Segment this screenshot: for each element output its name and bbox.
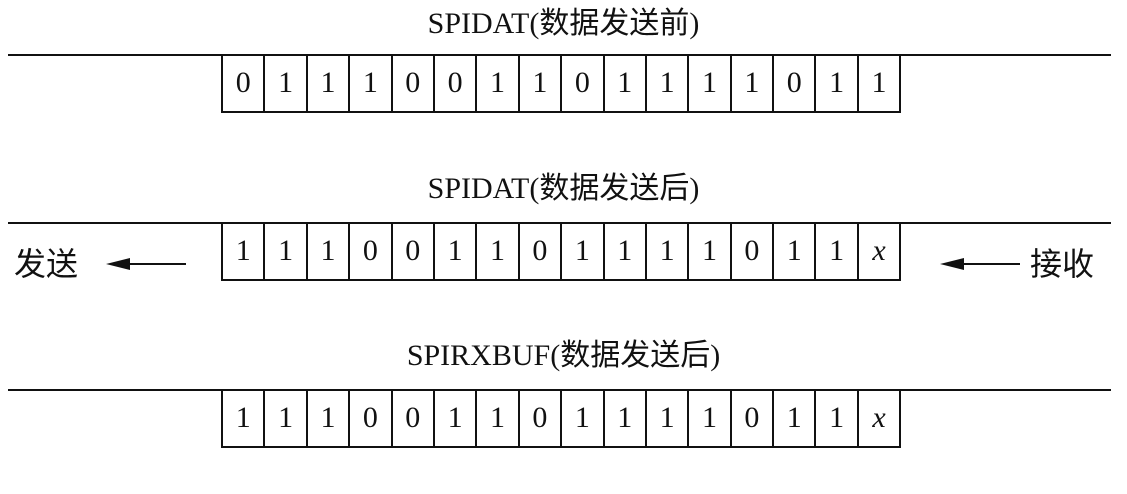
bit-cell: 0	[350, 390, 393, 446]
register-title-spidat-before: SPIDAT(数据发送前)	[427, 7, 700, 40]
bit-cell: 1	[774, 390, 817, 446]
receive-arrow-icon	[940, 258, 1020, 270]
send-arrow-icon	[106, 258, 186, 270]
bit-cell: 1	[435, 223, 478, 279]
bit-cell: 1	[520, 55, 563, 111]
bit-cell: 0	[393, 390, 435, 446]
bit-cell: 0	[732, 223, 775, 279]
bus-line-1	[8, 54, 1111, 56]
bit-cell: 1	[605, 390, 647, 446]
bit-cell: 1	[689, 223, 732, 279]
bus-line-3	[8, 389, 1111, 391]
bit-cell: 0	[562, 55, 605, 111]
bit-cell: 1	[605, 223, 647, 279]
bit-cell: x	[859, 223, 902, 279]
bit-cell: 1	[435, 390, 478, 446]
bit-cell: 0	[350, 223, 393, 279]
bit-cell: 1	[605, 55, 647, 111]
bit-cell: 1	[647, 223, 690, 279]
bit-cell: 1	[223, 390, 266, 446]
bit-cell: 0	[435, 55, 478, 111]
bit-cell: 1	[265, 55, 308, 111]
bit-cell: 1	[265, 223, 308, 279]
bit-cell: 1	[562, 390, 605, 446]
bus-line-2	[8, 222, 1111, 224]
register-title-spidat-after: SPIDAT(数据发送后)	[427, 172, 700, 205]
bit-cell: 1	[308, 223, 351, 279]
bit-cell: 1	[816, 55, 859, 111]
bit-cell: 1	[265, 390, 308, 446]
bit-cell: 1	[689, 55, 732, 111]
bit-cell: 1	[350, 55, 393, 111]
bit-cell: 0	[520, 390, 563, 446]
bit-cell: 1	[477, 390, 520, 446]
bit-cell: 1	[308, 55, 351, 111]
bit-cell: 1	[477, 223, 520, 279]
bit-cell: 1	[774, 223, 817, 279]
bit-cell: 0	[774, 55, 817, 111]
bit-cell: 1	[732, 55, 775, 111]
bit-cell: 0	[732, 390, 775, 446]
bit-cell: 0	[393, 55, 435, 111]
bit-cell: x	[859, 390, 902, 446]
register-title-spirxbuf-after: SPIRXBUF(数据发送后)	[406, 339, 721, 372]
bit-cell: 1	[223, 223, 266, 279]
bit-cell: 1	[562, 223, 605, 279]
bit-cell: 1	[477, 55, 520, 111]
bit-cell: 1	[816, 223, 859, 279]
bit-cell: 1	[308, 390, 351, 446]
bit-cell: 0	[520, 223, 563, 279]
bit-cell: 1	[647, 55, 690, 111]
bit-cell: 1	[859, 55, 902, 111]
bit-cell: 1	[647, 390, 690, 446]
receive-label: 接收	[1030, 246, 1095, 282]
send-label: 发送	[14, 246, 79, 282]
bit-cell: 0	[393, 223, 435, 279]
bit-cell: 1	[816, 390, 859, 446]
bit-cell: 0	[223, 55, 266, 111]
bit-cell: 1	[689, 390, 732, 446]
